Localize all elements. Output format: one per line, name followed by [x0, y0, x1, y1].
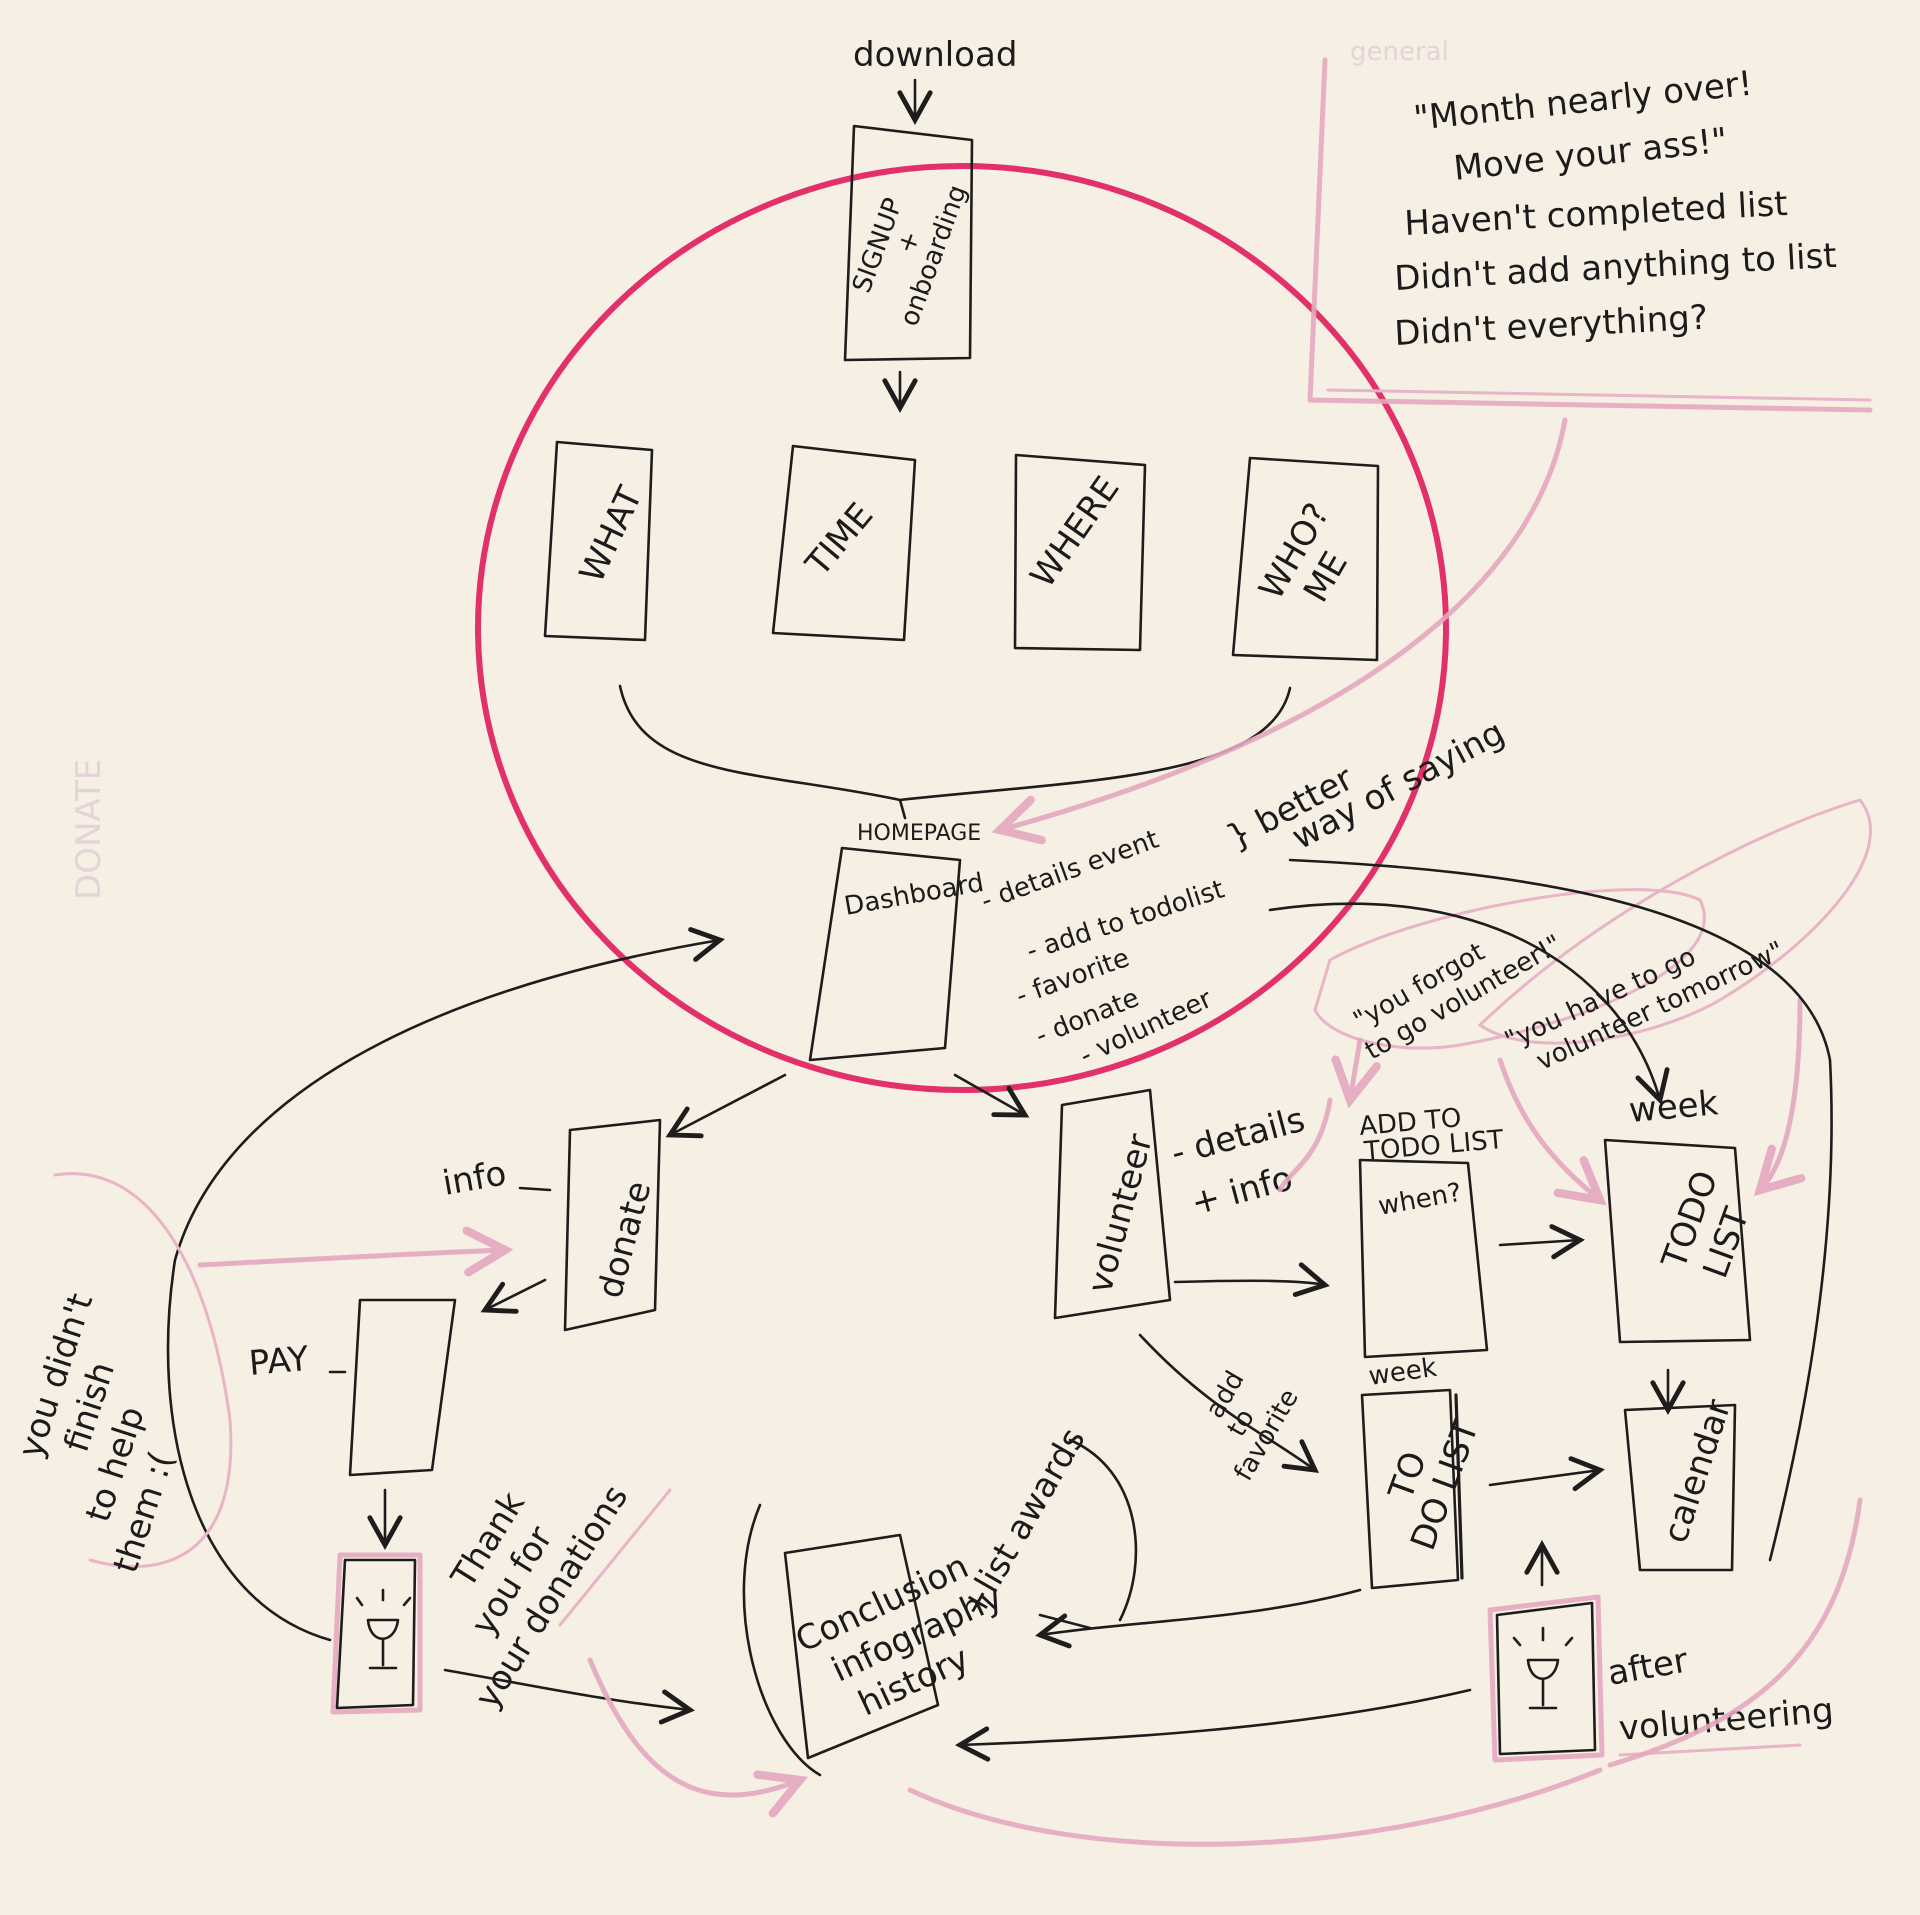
thanks-underline: [558, 1488, 672, 1627]
homepage-label: HOMEPAGE: [857, 821, 981, 846]
todo-to-conclusion-arrow: [1035, 1588, 1362, 1649]
todolist-text: TODO LIST: [1654, 1166, 1758, 1284]
after-label-line1: after: [1605, 1640, 1691, 1693]
volunteer-label: volunteer: [1080, 1130, 1161, 1297]
trophy-icon: [355, 1588, 412, 1670]
week-label-bottom: week: [1367, 1353, 1439, 1392]
thanks-screen-highlight: [330, 1552, 423, 1715]
reminder-to-donate-arrow: [197, 1250, 505, 1265]
pink-loop-right: [1607, 1497, 1863, 1768]
notifications-header: general: [1350, 37, 1449, 67]
notifications-bracket-underline: [1326, 388, 1872, 402]
tomorrow-to-todolist-arrow: [1760, 997, 1800, 1190]
thanks-to-conclusion-arrow: [443, 1668, 695, 1725]
list-awards-label: +list awards: [953, 1421, 1093, 1624]
left-note-bubble: [53, 1172, 233, 1569]
volunteer-to-addtodo-arrow: [1173, 1262, 1330, 1297]
trophy-icon-after: [1512, 1626, 1574, 1710]
dashboard-to-volunteer-arrow: [953, 1073, 1030, 1118]
conclusion-bracket-left: [742, 1503, 822, 1777]
what-label: WHAT: [572, 481, 651, 589]
download-label: download: [853, 35, 1017, 75]
faint-donate-label: DONATE: [69, 759, 109, 900]
dashboard-label: Dashboard: [842, 868, 986, 922]
conclusion-screen: [783, 1533, 940, 1760]
info-label: info: [440, 1153, 510, 1203]
forgot-bubble: [1313, 888, 1706, 1050]
tomorrow-bubble: [1477, 798, 1872, 1045]
dashboard-screen: [808, 846, 962, 1062]
when-label: when?: [1376, 1178, 1464, 1222]
after-label-line2: volunteering: [1617, 1690, 1835, 1749]
questions-brace: [618, 684, 1292, 802]
volunteer-to-favorite-arrow: [1138, 1333, 1320, 1473]
svg-text:Haven't completed list: Haven't completed list: [1403, 184, 1788, 244]
signup-screen: [843, 124, 974, 362]
calendar-screen: [1623, 1403, 1737, 1572]
onboarding-highlight-circle: [475, 163, 1449, 1093]
donate-to-pay-arrow: [480, 1278, 547, 1314]
after-screen-highlight: [1487, 1594, 1605, 1763]
week-label-top: week: [1627, 1083, 1720, 1131]
todolist-screen: [1603, 1138, 1752, 1344]
svg-text:Didn't add anything to list: Didn't add anything to list: [1393, 236, 1837, 299]
thanks-screen: [335, 1558, 417, 1710]
who-text: WHO? ME: [1251, 496, 1356, 609]
notifications-bracket: [1307, 57, 1873, 413]
pink-loop-bottom: [907, 1767, 1603, 1847]
dashboard-to-todolist-curve: [1268, 902, 1670, 1105]
notifications-list: "Month nearly over! Move your ass!" Have…: [1393, 64, 1837, 354]
where-label: WHERE: [1023, 469, 1128, 595]
donate-label: donate: [590, 1177, 659, 1302]
todo-text: TO DO LIST: [1381, 1415, 1487, 1556]
todo-screen-edge: [1454, 1393, 1464, 1580]
todo-to-conclusion-line: [1038, 1613, 1092, 1630]
info-dash: [518, 1186, 552, 1192]
who-screen: [1231, 456, 1380, 662]
addtodo-to-todolist-arrow: [1498, 1224, 1585, 1260]
dashboard-to-after-loop: [1288, 858, 1833, 1562]
calendar-label: calendar: [1656, 1395, 1740, 1548]
where-screen: [1013, 453, 1147, 652]
forgot-to-todolist-arrow: [1497, 1057, 1600, 1200]
addtodo-screen: [1358, 1158, 1489, 1359]
todo-to-calendar-arrow: [1488, 1456, 1605, 1492]
todo-screen: [1360, 1388, 1460, 1590]
pink-loop-left: [587, 1657, 800, 1795]
brace-tip: [898, 798, 907, 820]
pay-label: PAY: [247, 1339, 310, 1384]
left-note-text: you didn't finish to help them :(: [11, 1289, 183, 1578]
conclusion-bracket-right: [1068, 1438, 1138, 1622]
addtodo-pink-tick: [1277, 1097, 1333, 1193]
pay-screen: [348, 1298, 457, 1477]
time-label: TIME: [798, 496, 882, 585]
thanks-to-dashboard-loop: [166, 927, 725, 1642]
time-screen: [771, 444, 917, 642]
volunteer-details-line1: - details: [1167, 1100, 1309, 1174]
what-screen: [543, 440, 654, 642]
dashboard-to-donate-arrow: [665, 1073, 787, 1139]
after-screen: [1495, 1601, 1597, 1756]
after-to-conclusion-arrow: [955, 1688, 1472, 1762]
add-favorite-text: add to favorite: [1200, 1366, 1305, 1486]
volunteer-screen: [1053, 1088, 1172, 1320]
notifications-to-dashboard-arrow: [1000, 417, 1568, 830]
signup-text: SIGNUP + onboarding: [847, 181, 973, 330]
forgot-to-addtodo-arrow: [1350, 1037, 1360, 1100]
donate-screen: [563, 1118, 662, 1332]
svg-text:Didn't everything?: Didn't everything?: [1393, 298, 1708, 354]
